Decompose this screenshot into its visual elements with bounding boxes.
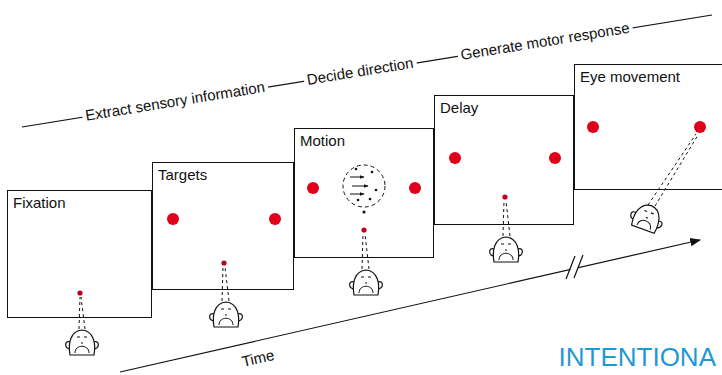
phase-line bbox=[22, 15, 712, 127]
targets-scene bbox=[167, 213, 281, 327]
motion-scene bbox=[307, 165, 421, 295]
panel-title: Targets bbox=[153, 163, 207, 183]
phase-label: Generate motor response bbox=[456, 18, 633, 63]
screen-panel: Fixation bbox=[7, 190, 152, 318]
eye-movement-scene bbox=[587, 121, 706, 235]
phase-label: Extract sensory information bbox=[81, 77, 269, 124]
watermark-text: INTENTIONA bbox=[556, 343, 719, 373]
phase-label: Decide direction bbox=[303, 53, 418, 88]
panel-title: Motion bbox=[295, 129, 345, 149]
screen-panel: Delay bbox=[434, 95, 574, 225]
panel-title: Fixation bbox=[8, 191, 66, 211]
time-break bbox=[566, 255, 583, 279]
screen-panel: Targets bbox=[152, 162, 294, 290]
fixation-scene bbox=[66, 290, 99, 355]
panel-title: Delay bbox=[435, 96, 478, 116]
axis-label: Time bbox=[237, 345, 279, 370]
screen-panel: Eye movement bbox=[574, 64, 722, 190]
screen-panel: Motion bbox=[294, 128, 434, 258]
panel-title: Eye movement bbox=[575, 65, 680, 85]
delay-scene bbox=[449, 152, 561, 262]
